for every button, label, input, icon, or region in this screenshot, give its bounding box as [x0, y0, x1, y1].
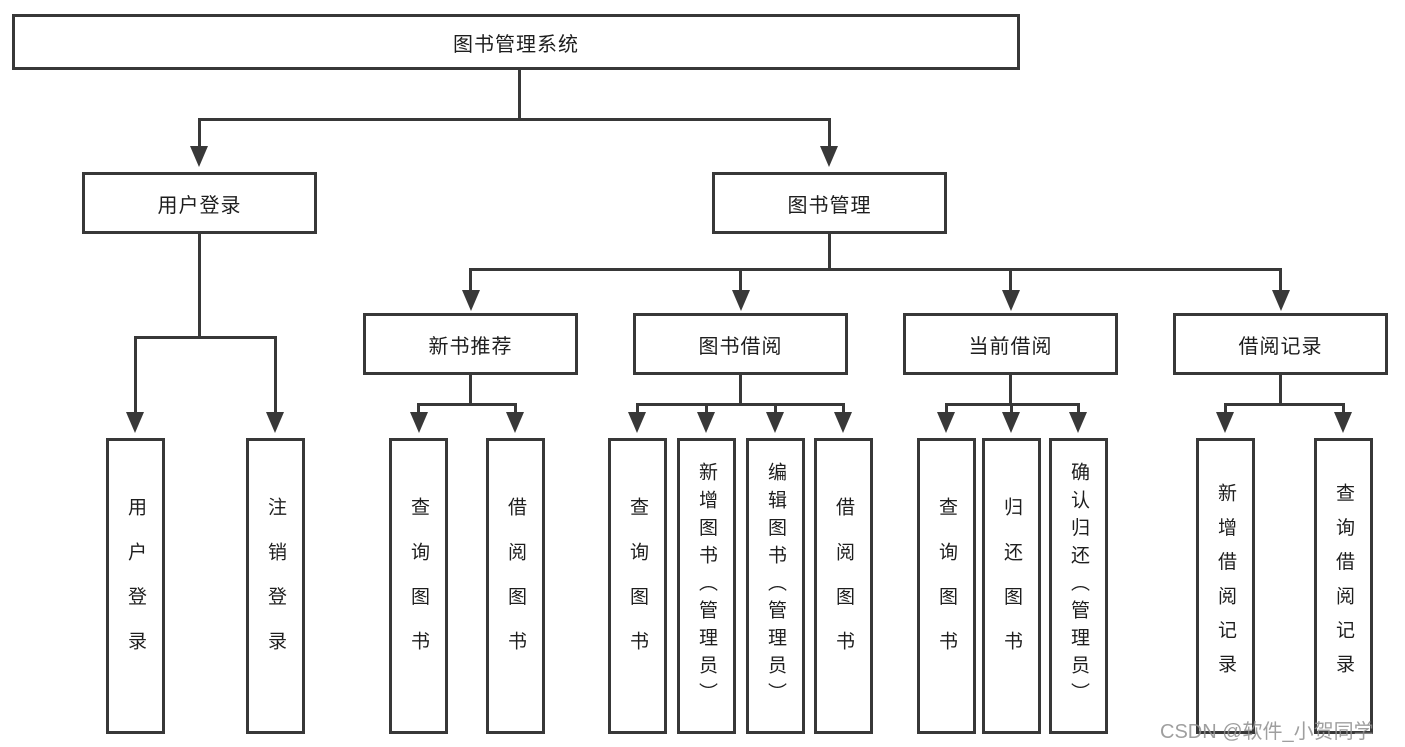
arrow-down-icon — [266, 412, 284, 433]
arrow-down-icon — [126, 412, 144, 433]
connector-line — [198, 118, 831, 121]
connector-line — [1009, 268, 1012, 292]
connector-line — [636, 403, 639, 417]
connector-line — [469, 268, 1282, 271]
leaf-label: 注销登录 — [265, 496, 286, 676]
leaf-borrow-book-recommend: 借阅图书 — [486, 438, 545, 734]
node-label: 图书管理系统 — [453, 33, 579, 56]
node-borrowing-records: 借阅记录 — [1173, 313, 1388, 375]
leaf-user-login: 用户登录 — [106, 438, 165, 734]
connector-line — [1077, 403, 1080, 417]
node-label: 图书借阅 — [698, 335, 783, 358]
leaf-label: 借阅图书 — [833, 496, 854, 676]
connector-line — [842, 403, 845, 417]
connector-line — [134, 336, 277, 339]
leaf-query-book: 查询图书 — [608, 438, 667, 734]
node-label: 用户登录 — [157, 194, 242, 217]
leaf-query-current-book: 查询图书 — [917, 438, 976, 734]
leaf-label: 确认归还（管理员） — [1068, 462, 1089, 710]
leaf-logout: 注销登录 — [246, 438, 305, 734]
leaf-label: 编辑图书（管理员） — [765, 462, 786, 710]
leaf-query-borrow-record: 查询借阅记录 — [1314, 438, 1373, 734]
node-label: 图书管理 — [787, 194, 872, 217]
watermark: CSDN @软件_小贺同学 — [1160, 721, 1374, 743]
arrow-down-icon — [820, 146, 838, 167]
arrow-down-icon — [410, 412, 428, 433]
connector-line — [1342, 403, 1345, 417]
node-user-login: 用户登录 — [82, 172, 317, 234]
connector-line — [417, 403, 517, 406]
arrow-down-icon — [732, 290, 750, 311]
leaf-add-borrow-record: 新增借阅记录 — [1196, 438, 1255, 734]
leaf-return-book: 归还图书 — [982, 438, 1041, 734]
connector-line — [1279, 268, 1282, 292]
connector-line — [945, 403, 948, 417]
node-label: 新书推荐 — [428, 335, 513, 358]
arrow-down-icon — [697, 412, 715, 433]
connector-line — [636, 403, 845, 406]
connector-line — [1009, 375, 1012, 405]
arrow-down-icon — [1069, 412, 1087, 433]
connector-line — [417, 403, 420, 417]
connector-line — [134, 336, 137, 414]
leaf-edit-book-admin: 编辑图书（管理员） — [746, 438, 805, 734]
connector-line — [1010, 403, 1013, 417]
arrow-down-icon — [1334, 412, 1352, 433]
leaf-confirm-return-admin: 确认归还（管理员） — [1049, 438, 1108, 734]
node-current-borrowing: 当前借阅 — [903, 313, 1118, 375]
connector-line — [1224, 403, 1227, 417]
leaf-query-book-recommend: 查询图书 — [389, 438, 448, 734]
connector-line — [828, 234, 831, 270]
node-label: 借阅记录 — [1238, 335, 1323, 358]
leaf-label: 查询图书 — [408, 496, 429, 676]
leaf-label: 用户登录 — [125, 496, 146, 676]
node-new-book-recommend: 新书推荐 — [363, 313, 578, 375]
leaf-label: 归还图书 — [1001, 496, 1022, 676]
arrow-down-icon — [834, 412, 852, 433]
arrow-down-icon — [506, 412, 524, 433]
arrow-down-icon — [1272, 290, 1290, 311]
leaf-label: 查询借阅记录 — [1333, 483, 1354, 689]
node-root: 图书管理系统 — [12, 14, 1020, 70]
arrow-down-icon — [1002, 412, 1020, 433]
connector-line — [705, 403, 708, 417]
arrow-down-icon — [766, 412, 784, 433]
connector-line — [469, 375, 472, 405]
connector-line — [274, 336, 277, 414]
connector-line — [198, 118, 201, 148]
connector-line — [514, 403, 517, 417]
arrow-down-icon — [1002, 290, 1020, 311]
arrow-down-icon — [937, 412, 955, 433]
connector-line — [198, 232, 201, 338]
leaf-borrow-book: 借阅图书 — [814, 438, 873, 734]
leaf-label: 查询图书 — [627, 496, 648, 676]
connector-line — [828, 118, 831, 148]
connector-line — [739, 375, 742, 405]
leaf-add-book-admin: 新增图书（管理员） — [677, 438, 736, 734]
connector-line — [1279, 375, 1282, 405]
leaf-label: 借阅图书 — [505, 496, 526, 676]
node-label: 当前借阅 — [968, 335, 1053, 358]
node-book-management: 图书管理 — [712, 172, 947, 234]
arrow-down-icon — [1216, 412, 1234, 433]
leaf-label: 查询图书 — [936, 496, 957, 676]
leaf-label: 新增借阅记录 — [1215, 483, 1236, 689]
connector-line — [469, 268, 472, 292]
arrow-down-icon — [462, 290, 480, 311]
node-book-borrowing: 图书借阅 — [633, 313, 848, 375]
arrow-down-icon — [190, 146, 208, 167]
connector-line — [1224, 403, 1345, 406]
arrow-down-icon — [628, 412, 646, 433]
connector-line — [518, 68, 521, 120]
connector-line — [774, 403, 777, 417]
connector-line — [739, 268, 742, 292]
leaf-label: 新增图书（管理员） — [696, 462, 717, 710]
